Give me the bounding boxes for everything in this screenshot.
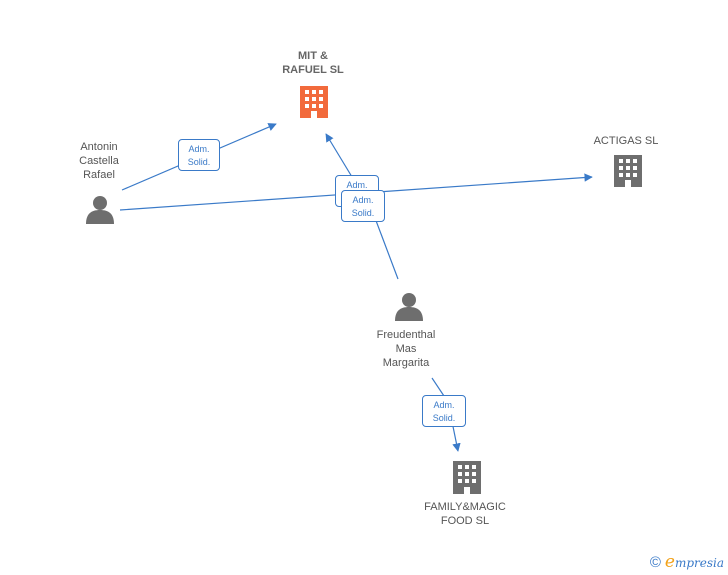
company-label-family-magic[interactable]: FAMILY&MAGIC FOOD SL	[424, 501, 506, 527]
person-label-antonin[interactable]: Antonin Castella Rafael	[79, 141, 119, 181]
edge-label-badge: Adm. Solid.	[422, 395, 466, 427]
edge-label-badge: Adm. Solid.	[178, 139, 220, 171]
company-label-mit-rafuel[interactable]: MIT & RAFUEL SL	[282, 50, 344, 76]
building-icon[interactable]	[614, 155, 642, 187]
building-icon[interactable]	[453, 461, 481, 494]
person-label-freudenthal[interactable]: Freudenthal Mas Margarita	[376, 329, 436, 369]
brand-logo[interactable]: empresia	[664, 552, 724, 572]
footer-brand[interactable]: © empresia	[649, 552, 724, 572]
person-icon[interactable]	[395, 293, 423, 321]
copyright-icon: ©	[649, 553, 661, 571]
building-icon[interactable]	[300, 86, 328, 118]
person-icon[interactable]	[86, 196, 114, 224]
company-label-actigas[interactable]: ACTIGAS SL	[593, 135, 659, 147]
edge-label-badge: Adm. Solid.	[341, 190, 385, 222]
edges-layer	[119, 123, 593, 452]
